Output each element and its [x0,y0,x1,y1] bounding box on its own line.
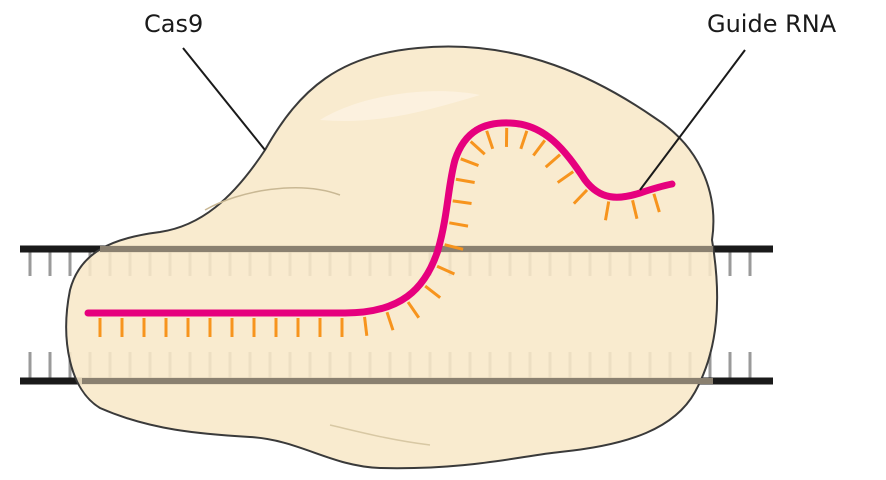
cas9-leader-line [183,48,265,150]
guide-rna-label: Guide RNA [707,12,836,36]
cas9-label: Cas9 [144,12,203,36]
